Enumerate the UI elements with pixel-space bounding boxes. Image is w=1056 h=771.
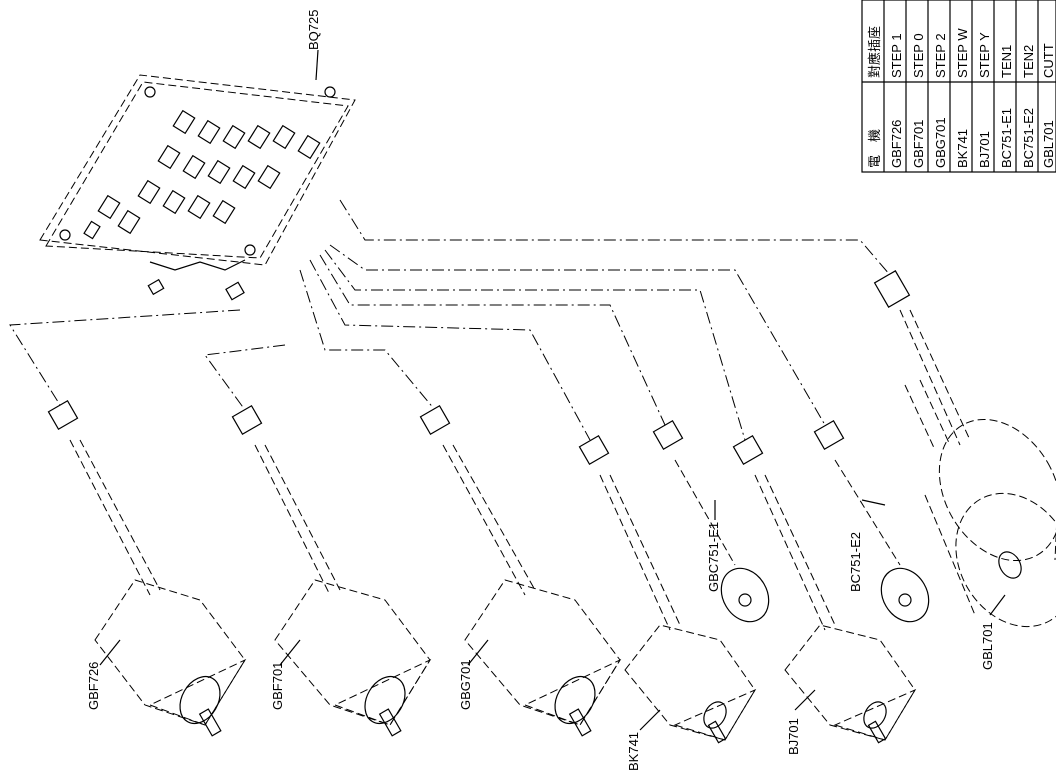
table-cell: STEP 2 [933, 33, 948, 78]
circuit-board [39, 49, 356, 301]
sensor-bc751-e2 [880, 567, 930, 623]
motor-gbf701 [274, 579, 432, 737]
table-cell: BJ701 [977, 131, 992, 168]
label-bc751-e2: BC751-E2 [848, 532, 863, 592]
label-bk741: BK741 [626, 732, 641, 771]
table-header-motor: 電 機 [867, 129, 882, 168]
reference-table: 電 機 對應插座 GBF726 STEP 1 GBF701 STEP 0 GBG… [861, 0, 1056, 173]
motor-bk741 [624, 624, 757, 744]
table-cell: BK741 [955, 129, 970, 168]
table-cell: STEP 0 [911, 33, 926, 78]
label-gbl701: GBL701 [980, 622, 995, 670]
table-cell: TEN2 [1021, 45, 1036, 78]
table-cell: BC751-E2 [1021, 108, 1036, 168]
cables [69, 309, 971, 631]
table-cell: GBF726 [889, 120, 904, 168]
table-cell: TEN1 [999, 45, 1014, 78]
motor-gbf726 [94, 579, 247, 737]
table-cell: CUTT [1041, 43, 1056, 78]
table-cell: STEP Y [977, 32, 992, 78]
table-cell: BC751-E1 [999, 108, 1014, 168]
table-cell: STEP 1 [889, 33, 904, 78]
label-bj701: BJ701 [786, 718, 801, 755]
label-gbc751-e1: GBC751-E1 [706, 522, 721, 592]
table-cell: STEP W [955, 28, 970, 78]
motor-bj701 [784, 624, 917, 744]
table-cell: GBL701 [1041, 120, 1056, 168]
connectors [47, 270, 911, 465]
leader-lines [99, 499, 1006, 731]
table-cell: GBF701 [911, 120, 926, 168]
motor-gbg701 [464, 579, 622, 737]
label-gbf701: GBF701 [270, 662, 285, 710]
label-gbf726: GBF726 [86, 662, 101, 710]
table-header-socket: 對應插座 [867, 26, 882, 78]
table-cell: GBG701 [933, 117, 948, 168]
label-gbg701: GBG701 [458, 659, 473, 710]
board-label: BQ725 [306, 10, 321, 50]
component-labels: GBF726 GBF701 GBG701 BK741 BJ701 GBC751-… [86, 522, 995, 771]
sensor-gbc751-e1 [720, 567, 770, 623]
harness-lines [9, 199, 891, 441]
